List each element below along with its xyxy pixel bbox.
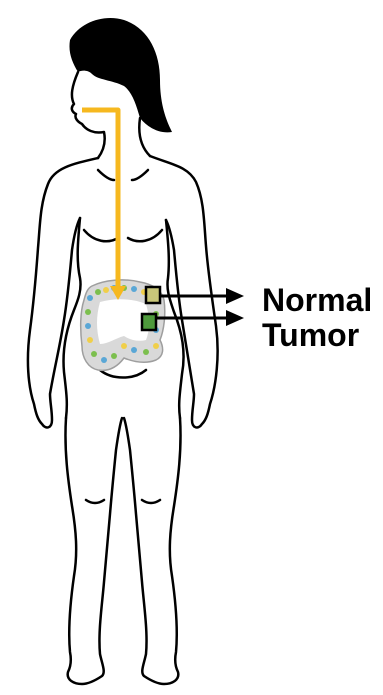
tumor-arrow [156,310,244,326]
colon-cell [85,309,91,315]
colon-cell [91,351,97,357]
knee-right [142,500,160,503]
colon-cell [101,357,107,363]
normal-arrowhead [226,288,244,304]
tumor-arrowhead [226,310,244,326]
pelvis-line [100,370,146,378]
colon-cell [131,347,137,353]
collarbone-right [132,170,148,180]
knee-left [86,500,104,503]
digestive-path-line [82,110,118,288]
tumor-label: Tumor [262,317,359,353]
body-outline [28,72,218,684]
left-leg-outline [65,418,122,684]
normal-label: Normal [262,282,372,318]
head-outline [72,72,105,158]
colon-cell [111,353,117,359]
collarbone-left [98,170,114,180]
colon-cell [121,343,127,349]
normal-sample-box [146,287,160,303]
colon-cell [87,337,93,343]
normal-arrow [160,288,244,304]
colon-cell [143,349,149,355]
hair [69,18,172,132]
chest-line-left [84,230,118,241]
right-leg-outline [124,418,181,684]
colon-cell [103,287,109,293]
chest-line-right [128,230,162,241]
tumor-sample-box [142,314,156,330]
colon-cell [85,323,91,329]
colon-cell [131,286,137,292]
colon-cell [153,343,159,349]
colon-cell [87,295,93,301]
colon-cell [95,289,101,295]
